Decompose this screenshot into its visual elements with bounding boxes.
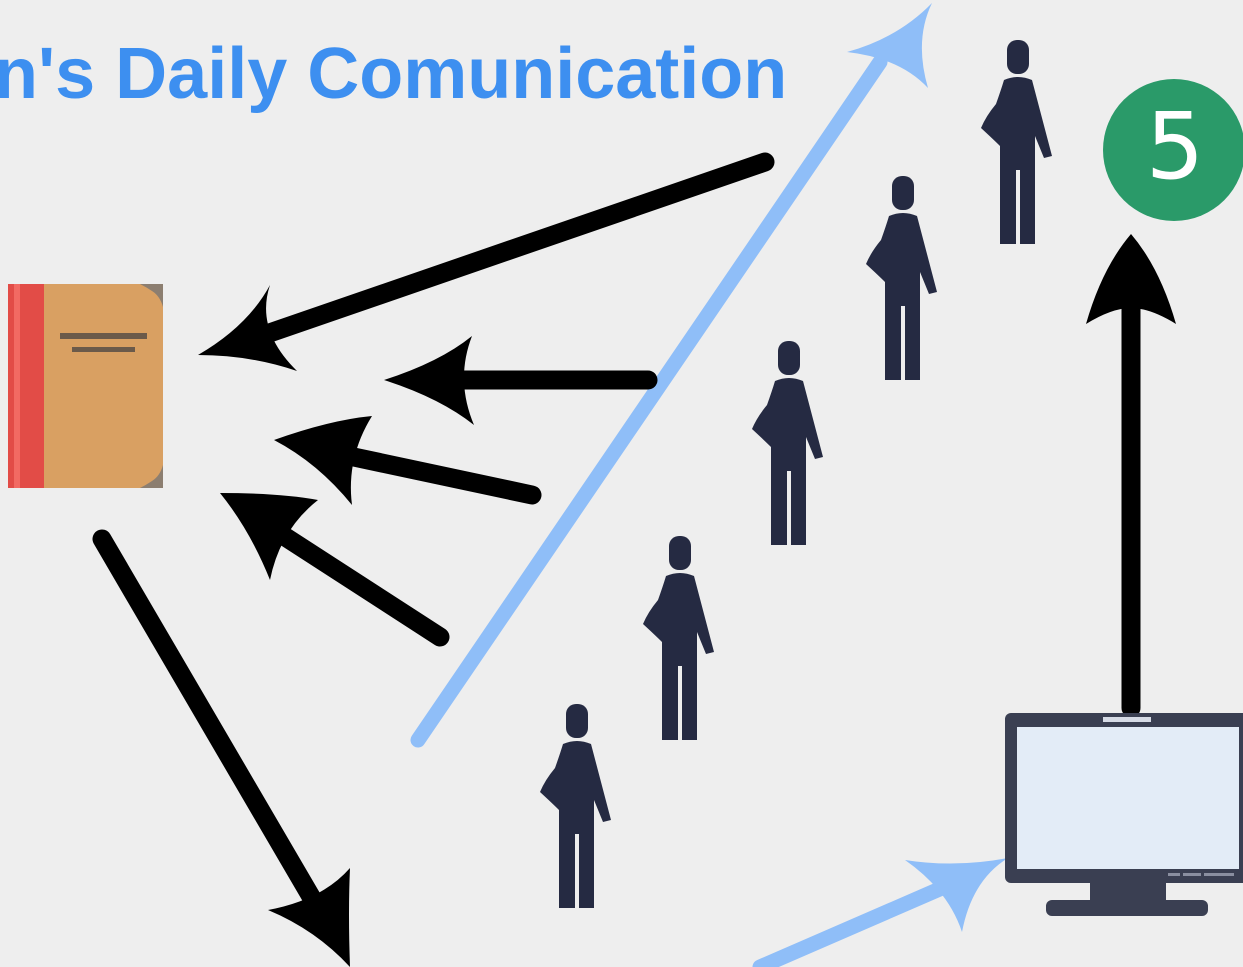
- black-arrow-up: [1086, 234, 1176, 718]
- number-badge: 5: [1103, 79, 1243, 221]
- black-arrow-1: [198, 152, 775, 371]
- person-icon: [752, 341, 823, 545]
- person-icon: [643, 536, 714, 740]
- book-icon: [8, 284, 163, 488]
- black-arrow-3: [274, 416, 542, 505]
- person-icon: [981, 40, 1052, 244]
- badge-number: 5: [1145, 93, 1205, 200]
- person-icon: [866, 176, 937, 380]
- black-arrow-down: [92, 529, 350, 967]
- blue-arrow-long: [410, 3, 932, 748]
- person-icon: [540, 704, 611, 908]
- black-arrow-4: [220, 493, 450, 647]
- blue-arrow-bottom: [752, 858, 1008, 967]
- monitor-icon: [1005, 713, 1243, 916]
- diagram-title: n's Daily Comunication: [0, 34, 788, 114]
- black-arrow-2: [384, 336, 658, 425]
